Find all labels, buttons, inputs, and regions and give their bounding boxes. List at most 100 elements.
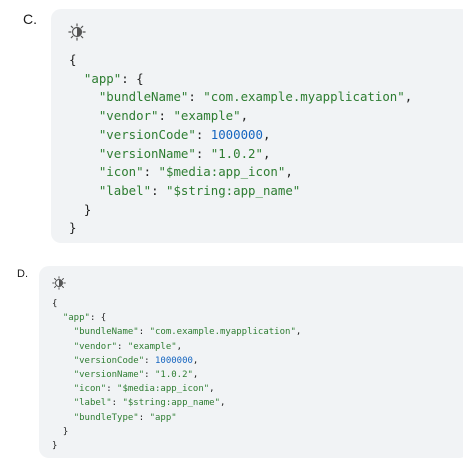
code-token	[69, 146, 99, 161]
code-line: "bundleName": "com.example.myapplication…	[69, 88, 412, 107]
code-token: :	[151, 182, 166, 198]
code-token	[69, 89, 99, 104]
code-token: }	[52, 426, 69, 437]
code-token: {	[52, 299, 58, 309]
code-token: ,	[176, 341, 183, 352]
code-token: :	[195, 145, 211, 161]
code-token: }	[69, 220, 77, 236]
code-token: "$string:app_name"	[165, 182, 301, 198]
code-token: "app"	[83, 70, 122, 86]
code-token: "example"	[127, 341, 177, 352]
code-token: :	[143, 164, 159, 180]
code-token: "icon"	[73, 384, 107, 395]
code-line: "app": {	[52, 311, 301, 325]
code-token: "$media:app_icon"	[158, 164, 286, 180]
code-line: "bundleName": "com.example.myapplication…	[52, 325, 302, 339]
code-token	[52, 398, 74, 408]
code-token	[52, 356, 74, 366]
theme-toggle-icon[interactable]	[52, 276, 66, 290]
code-token: "$string:app_name"	[122, 398, 221, 409]
code-token: ,	[262, 126, 271, 142]
code-token: "label"	[98, 182, 152, 198]
code-line: "label": "$string:app_name"	[69, 182, 412, 201]
code-token: ,	[295, 327, 302, 338]
theme-toggle-icon[interactable]	[68, 23, 86, 41]
code-text-d: { "app": { "bundleName": "com.example.my…	[52, 297, 301, 453]
code-token	[69, 127, 99, 142]
code-token: ,	[262, 145, 271, 161]
code-line: "versionName": "1.0.2",	[52, 368, 301, 382]
code-line: "versionCode": 1000000,	[52, 354, 301, 368]
code-text-c: { "app": { "bundleName": "com.example.my…	[69, 51, 412, 238]
code-token: {	[69, 52, 77, 67]
code-token	[69, 183, 99, 198]
code-token: 1000000	[210, 126, 263, 142]
code-token	[69, 71, 84, 86]
code-token: "vendor"	[98, 108, 159, 124]
code-token: :	[117, 341, 128, 352]
code-token: :	[195, 126, 211, 142]
code-block-c: { "app": { "bundleName": "com.example.my…	[51, 9, 463, 243]
code-line: {	[69, 51, 412, 70]
code-token: :	[106, 384, 118, 395]
code-line: "vendor": "example",	[52, 340, 301, 354]
code-line: }	[69, 219, 412, 238]
code-token: :	[158, 108, 174, 124]
code-token	[69, 164, 99, 179]
code-token: ,	[285, 164, 293, 180]
code-token: : {	[89, 313, 107, 324]
code-token	[52, 342, 74, 352]
code-token: ,	[240, 108, 249, 124]
code-token: "app"	[62, 313, 90, 324]
code-line: }	[52, 425, 301, 439]
code-line: "versionName": "1.0.2",	[69, 145, 412, 164]
option-label-c: C.	[23, 11, 37, 27]
code-token: "label"	[73, 398, 112, 409]
code-token: ,	[220, 398, 226, 409]
code-token	[52, 384, 74, 394]
code-token: }	[69, 201, 92, 217]
code-token: "versionCode"	[73, 355, 145, 366]
code-line: "label": "$string:app_name",	[52, 396, 301, 410]
code-token: :	[144, 370, 155, 381]
code-token: "vendor"	[73, 341, 118, 352]
code-line: "app": {	[69, 70, 412, 89]
code-token: "versionName"	[98, 145, 196, 161]
code-token: "$media:app_icon"	[117, 384, 210, 395]
code-token: "1.0.2"	[154, 370, 193, 381]
code-line: {	[52, 297, 301, 311]
code-token	[52, 413, 74, 423]
code-line: }	[69, 201, 412, 220]
code-token: :	[138, 327, 150, 338]
code-token: 1000000	[154, 355, 193, 366]
code-token: "icon"	[98, 164, 144, 180]
code-token: "1.0.2"	[210, 145, 263, 161]
code-token	[69, 108, 99, 123]
code-token: "app"	[149, 412, 177, 423]
code-token: ,	[209, 384, 215, 395]
code-token: "example"	[173, 108, 241, 124]
code-block-d: { "app": { "bundleName": "com.example.my…	[39, 266, 463, 458]
code-token: ,	[192, 355, 199, 366]
code-token: "com.example.myapplication"	[203, 89, 405, 105]
code-line: "vendor": "example",	[69, 107, 412, 126]
code-token: "bundleName"	[98, 89, 189, 105]
code-token: :	[188, 89, 204, 105]
code-token: "bundleType"	[73, 412, 139, 423]
code-token: :	[138, 412, 150, 423]
code-token: :	[111, 398, 123, 409]
code-line: }	[52, 439, 301, 453]
code-token: : {	[121, 70, 144, 86]
code-token: "bundleName"	[73, 327, 139, 338]
code-token: ,	[192, 370, 199, 381]
code-token: "versionName"	[73, 370, 145, 381]
code-line: "bundleType": "app"	[52, 411, 301, 425]
code-line: "icon": "$media:app_icon",	[52, 382, 301, 396]
option-label-d: D.	[17, 268, 28, 280]
code-token	[52, 370, 74, 380]
code-token: ,	[404, 89, 413, 105]
code-line: "icon": "$media:app_icon",	[69, 163, 412, 182]
code-token: }	[52, 441, 58, 452]
code-token: "versionCode"	[98, 126, 196, 142]
code-token: :	[144, 355, 155, 366]
